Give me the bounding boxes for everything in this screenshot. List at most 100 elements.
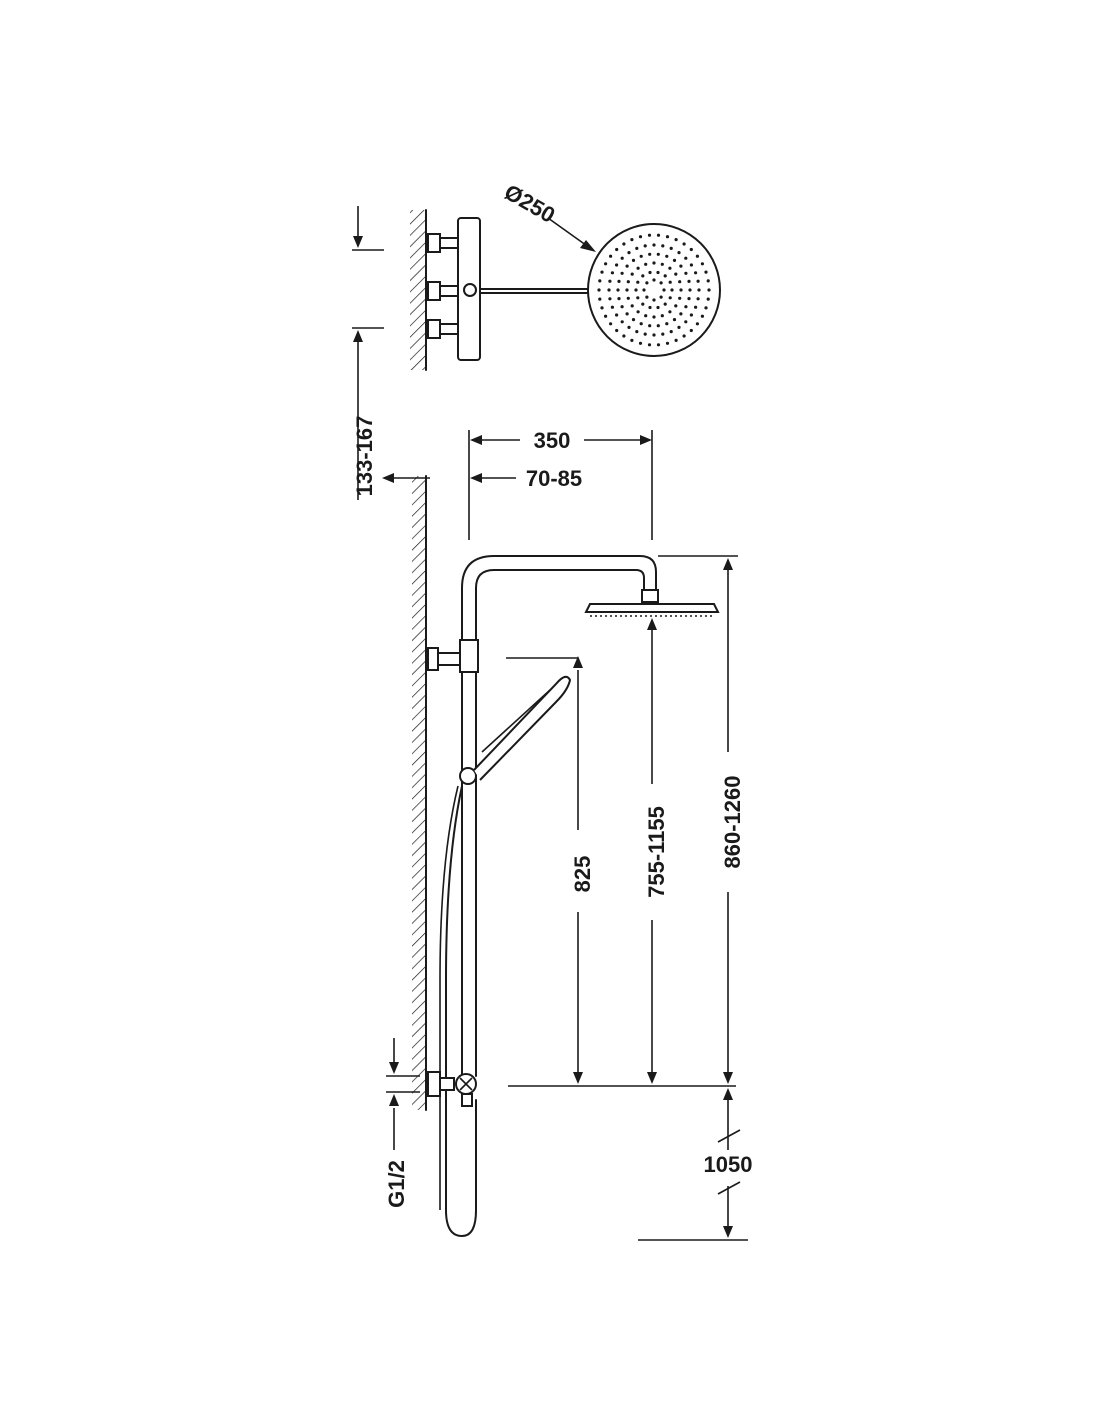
nozzle-dot xyxy=(684,271,688,275)
nozzle-dot xyxy=(608,297,612,301)
nozzle-dot xyxy=(678,296,682,300)
nozzle-dot xyxy=(627,251,631,255)
nozzle-dot xyxy=(620,271,624,275)
nozzle-dot xyxy=(679,264,683,268)
diameter-leader xyxy=(547,217,591,249)
nozzle-dot xyxy=(610,305,615,309)
nozzle-dot xyxy=(625,312,629,316)
nozzle-dot xyxy=(620,320,624,324)
nozzle-dot xyxy=(639,254,643,258)
hand-shower-height-label: 825 xyxy=(570,856,595,893)
nozzle-dot xyxy=(684,256,688,260)
nozzle-dot xyxy=(700,314,705,318)
nozzle-dot xyxy=(689,247,693,252)
arm-reach-label: 350 xyxy=(534,428,571,453)
nozzle-dot xyxy=(668,280,672,284)
nozzle-dot xyxy=(659,295,663,299)
nozzle-dot xyxy=(652,278,656,282)
hose-edge xyxy=(439,785,459,1210)
nozzle-dot xyxy=(620,256,624,260)
nozzle-dot xyxy=(644,314,648,318)
nozzle-dot xyxy=(641,274,645,278)
nozzle-dot xyxy=(597,288,601,292)
nozzle-dot xyxy=(617,297,621,301)
nozzle-dot xyxy=(635,330,639,334)
nozzle-dot xyxy=(620,305,624,309)
nozzle-dot xyxy=(665,235,670,239)
floor-height-label: 1050 xyxy=(704,1152,753,1177)
nozzle-dot xyxy=(636,310,640,314)
nozzle-dot xyxy=(694,271,698,275)
slider-knob xyxy=(459,767,477,785)
nozzle-dot xyxy=(656,252,660,256)
nozzle-dot xyxy=(648,270,652,275)
nozzle-dot xyxy=(668,296,672,300)
nozzle-dot xyxy=(642,288,646,292)
nozzle-dot xyxy=(636,296,640,300)
nozzle-dot xyxy=(615,313,619,317)
thermostat-spacing-label: 133-167 xyxy=(352,416,377,497)
shower-head-nozzles xyxy=(597,233,711,347)
inlet-nut xyxy=(439,1077,455,1091)
nozzle-dot xyxy=(630,238,634,242)
nozzle-dot xyxy=(656,233,661,237)
hose-connector xyxy=(461,1093,473,1107)
nozzle-dot xyxy=(668,266,672,270)
nozzle-dot xyxy=(634,288,638,292)
nozzle-dot xyxy=(669,246,673,250)
nozzle-dot xyxy=(674,304,678,308)
nozzle-dot xyxy=(638,341,643,345)
inlet-thread-label: G1/2 xyxy=(384,1160,409,1208)
nozzle-dot xyxy=(615,263,619,267)
shower-head-side xyxy=(584,603,720,613)
nozzle-dot xyxy=(704,270,708,274)
nozzle-dot xyxy=(631,258,636,262)
nozzle-dot xyxy=(641,302,645,306)
nozzle-dot xyxy=(648,324,652,328)
nozzle-dot xyxy=(600,306,604,310)
nozzle-dot xyxy=(696,279,700,283)
nozzle-dot xyxy=(607,288,611,292)
nozzle-dot xyxy=(630,338,634,342)
nozzle-dot xyxy=(600,270,604,274)
nozzle-dot xyxy=(663,274,667,278)
nozzle-dot xyxy=(660,314,664,318)
nozzle-dot xyxy=(656,305,660,310)
nozzle-dot xyxy=(604,262,608,266)
nozzle-dot xyxy=(688,288,692,292)
inlet-plate xyxy=(427,1071,441,1097)
hose xyxy=(445,785,477,1238)
nozzle-dot xyxy=(663,302,667,306)
nozzle-dot xyxy=(652,333,656,337)
nozzle-dot xyxy=(609,322,613,326)
nozzle-dot xyxy=(661,244,665,248)
nozzle-dot xyxy=(682,334,686,338)
nozzle-dot xyxy=(684,305,688,309)
nozzle-dot xyxy=(652,243,656,247)
diameter-arrow xyxy=(580,240,596,252)
nozzle-dot xyxy=(622,334,626,338)
nozzle-dot xyxy=(684,320,688,324)
nozzle-dot xyxy=(631,318,636,322)
nozzle-dot xyxy=(648,305,652,310)
nozzle-dot xyxy=(647,233,652,237)
top-wall-hatch xyxy=(410,210,426,370)
nozzle-dot xyxy=(678,280,682,284)
nozzle-dot xyxy=(668,310,672,314)
side-view: G1/2 350 70-85 825 755-1155 860-1260 xyxy=(384,428,753,1241)
nozzle-dot xyxy=(689,328,693,333)
nozzle-dot xyxy=(627,325,631,329)
nozzle-dot xyxy=(598,297,602,301)
nozzle-dot xyxy=(679,312,683,316)
head-height-low-label: 755-1155 xyxy=(644,806,669,898)
nozzle-dot xyxy=(662,288,666,292)
arm-inner xyxy=(475,569,645,591)
nozzle-dot xyxy=(652,261,656,265)
nozzle-dot xyxy=(660,262,664,266)
nozzle-dot xyxy=(625,264,629,268)
nozzle-dot xyxy=(626,280,630,284)
nozzle-dot xyxy=(669,330,673,334)
nozzle-dot xyxy=(644,262,648,266)
nozzle-dot xyxy=(643,244,647,248)
